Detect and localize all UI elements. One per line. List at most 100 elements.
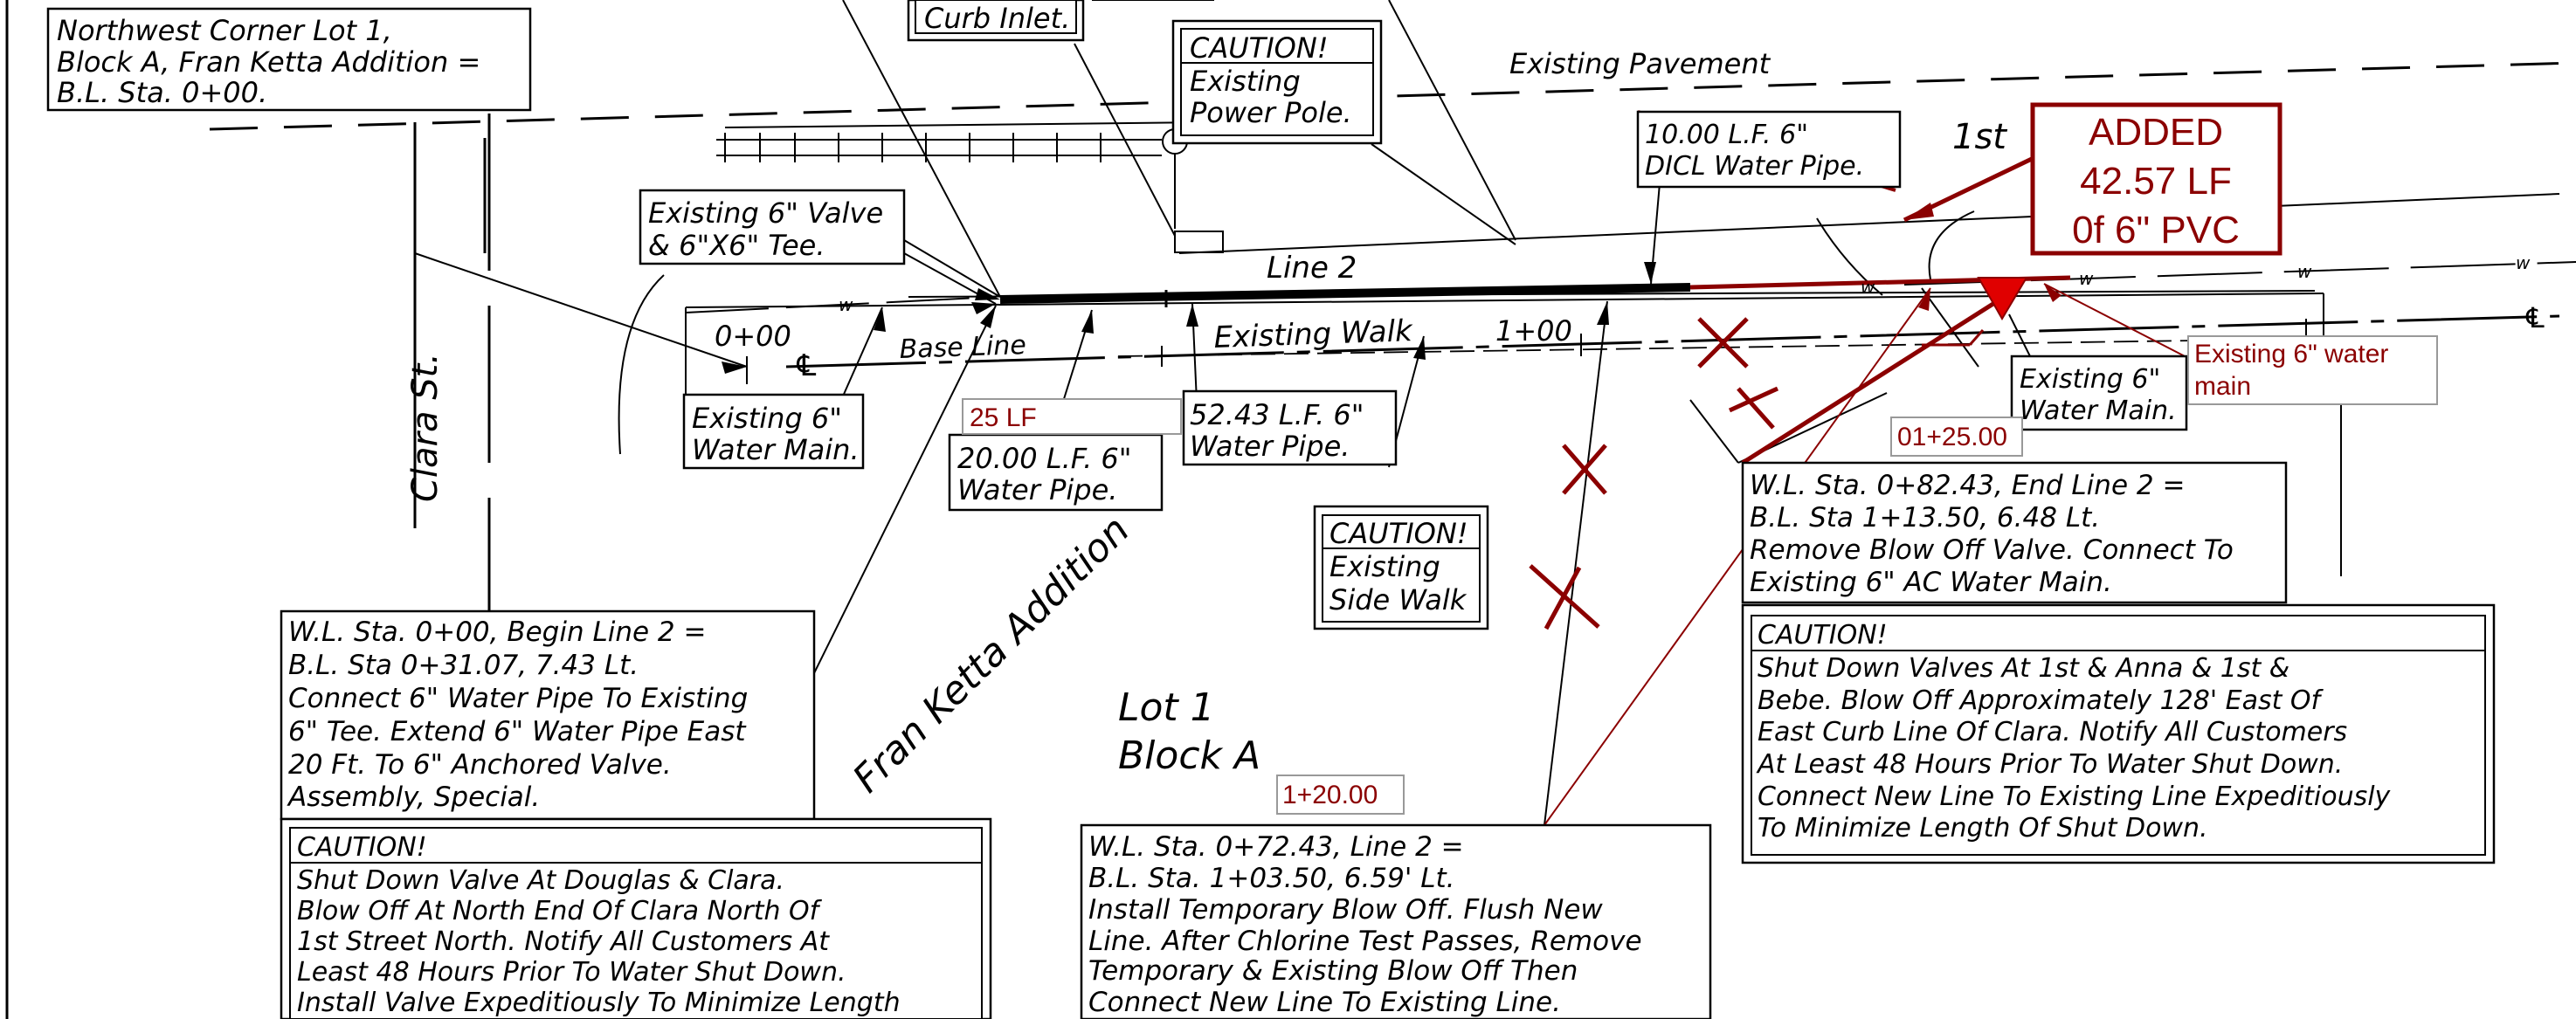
svg-text:& 6"X6" Tee.: & 6"X6" Tee. (648, 229, 825, 262)
svg-text:B.L. Sta. 1+03.50, 6.59' Lt.: B.L. Sta. 1+03.50, 6.59' Lt. (1088, 863, 1454, 894)
svg-text:East Curb Line Of Clara. Notif: East Curb Line Of Clara. Notify All Cust… (1758, 717, 2347, 747)
svg-text:52.43 L.F. 6": 52.43 L.F. 6" (1190, 398, 1364, 431)
sta-1-20-box (1276, 775, 1405, 815)
svg-text:Water Pipe.: Water Pipe. (957, 473, 1117, 506)
svg-text:Line. After Chlorine Test Pass: Line. After Chlorine Test Passes, Remove (1088, 926, 1642, 957)
svg-text:6" Tee. Extend 6" Water Pipe E: 6" Tee. Extend 6" Water Pipe East (288, 716, 747, 747)
svg-text:W.L. Sta. 0+00, Begin Line 2 =: W.L. Sta. 0+00, Begin Line 2 = (288, 616, 707, 648)
base-line-label: Base Line (899, 330, 1026, 365)
water-line-w-2: w (1861, 277, 1875, 298)
svg-text:CAUTION!: CAUTION! (1329, 517, 1468, 550)
note-52lf-pipe: 52.43 L.F. 6" Water Pipe. (1190, 398, 1364, 463)
markup-added-pvc: ADDED 42.57 LF 0f 6" PVC (2072, 111, 2240, 251)
station-1-00: 1+00 (1495, 314, 1572, 348)
existing-water-main (685, 296, 997, 313)
svg-text:20.00 L.F. 6": 20.00 L.F. 6" (957, 442, 1131, 475)
svg-text:Existing: Existing (1329, 550, 1440, 583)
centerline-symbol-east: ℄ (2523, 301, 2548, 334)
linework (5, 0, 2576, 1019)
svg-text:Existing 6" AC Water Main.: Existing 6" AC Water Main. (1750, 567, 2112, 598)
added-pvc-box (2030, 102, 2282, 256)
svg-text:To Minimize Length Of Shut Dow: To Minimize Length Of Shut Down. (1758, 813, 2208, 843)
line-2-pipe (999, 283, 1691, 304)
svg-text:0f 6" PVC: 0f 6" PVC (2072, 209, 2240, 251)
note-begin-line2: W.L. Sta. 0+00, Begin Line 2 = B.L. Sta … (287, 616, 748, 813)
note-caution-anna: CAUTION! Shut Down Valves At 1st & Anna … (1756, 620, 2392, 843)
svg-text:CAUTION!: CAUTION! (297, 832, 427, 863)
svg-text:10.00 L.F. 6": 10.00 L.F. 6" (1645, 120, 1808, 150)
svg-text:Shut Down Valves At 1st & Anna: Shut Down Valves At 1st & Anna & 1st & (1758, 653, 2289, 684)
svg-text:W.L. Sta. 0+72.43, Line 2 =: W.L. Sta. 0+72.43, Line 2 = (1088, 831, 1464, 863)
svg-text:Assembly, Special.: Assembly, Special. (287, 781, 540, 813)
svg-text:Blow Off At North End Of Clara: Blow Off At North End Of Clara North Of (297, 896, 823, 926)
base-line (785, 314, 2560, 368)
note-caution-power-pole: CAUTION! Existing Power Pole. (1190, 31, 1352, 129)
note-caution-sidewalk: CAUTION! Existing Side Walk (1329, 517, 1468, 616)
lot-label: Lot 1 (1118, 685, 1215, 730)
svg-text:1st Street North. Notify All C: 1st Street North. Notify All Customers A… (297, 926, 830, 957)
svg-text:Existing 6": Existing 6" (692, 402, 842, 435)
first-street-label: 1st (1952, 117, 2007, 157)
svg-text:CAUTION!: CAUTION! (1190, 31, 1329, 65)
water-line-w-5: w (2516, 252, 2531, 273)
note-curb-inlet: Curb Inlet. (924, 2, 1070, 35)
box-existing-valve-tee (639, 189, 906, 265)
svg-text:Water Main.: Water Main. (692, 433, 860, 466)
svg-text:DICL Water Pipe.: DICL Water Pipe. (1645, 151, 1864, 182)
svg-text:At Least 48 Hours Prior To Wat: At Least 48 Hours Prior To Water Shut Do… (1756, 749, 2343, 780)
arrowheads (722, 262, 1656, 374)
water-line-w-4: w (2297, 261, 2312, 282)
svg-text:Water Pipe.: Water Pipe. (1190, 430, 1350, 463)
markup-boxes (962, 102, 2438, 815)
svg-text:Connect New Line To Existing L: Connect New Line To Existing Line Expedi… (1758, 781, 2392, 812)
svg-text:Install Temporary Blow Off. Fl: Install Temporary Blow Off. Flush New (1088, 894, 1603, 926)
svg-text:Northwest Corner Lot 1,: Northwest Corner Lot 1, (57, 14, 392, 47)
box-existing-main-right (2010, 355, 2188, 431)
svg-text:Block A, Fran Ketta Addition =: Block A, Fran Ketta Addition = (57, 45, 480, 79)
box-52lf (1182, 389, 1398, 466)
clara-st-label: Clara St. (405, 353, 445, 502)
svg-text:Water Main.: Water Main. (2020, 396, 2177, 426)
note-existing-main-left: Existing 6" Water Main. (692, 402, 860, 466)
box-northwest-corner (46, 7, 532, 112)
station-0-00: 0+00 (715, 320, 791, 353)
markup-existing-main-note: Existing 6" water main (2194, 340, 2388, 401)
svg-text:Least 48 Hours Prior To Water: Least 48 Hours Prior To Water Shut Down. (297, 957, 846, 988)
note-northwest-corner: Northwest Corner Lot 1, Block A, Fran Ke… (57, 14, 480, 109)
svg-text:Existing 6": Existing 6" (2020, 364, 2160, 395)
lf25-box (962, 398, 1182, 435)
svg-text:Existing: Existing (1190, 65, 1301, 98)
svg-text:Shut Down Valve At Douglas & C: Shut Down Valve At Douglas & Clara. (297, 865, 784, 896)
pavement-edge (209, 61, 2576, 131)
sta-01-25-box (1890, 417, 2023, 457)
svg-text:Bebe. Blow Off Approximately 1: Bebe. Blow Off Approximately 128' East O… (1758, 685, 2324, 716)
existing-main-note-box (2187, 335, 2438, 405)
water-line-w-1: w (839, 294, 853, 315)
svg-text:Existing 6" water: Existing 6" water (2194, 340, 2388, 368)
box-end-line2 (1741, 461, 2288, 604)
svg-text:main: main (2194, 372, 2251, 401)
svg-text:Remove Blow Off Valve. Connect: Remove Blow Off Valve. Connect To (1750, 534, 2234, 566)
svg-text:B.L. Sta 0+31.07, 7.43 Lt.: B.L. Sta 0+31.07, 7.43 Lt. (288, 650, 639, 681)
note-existing-valve-tee: Existing 6" Valve & 6"X6" Tee. (648, 196, 883, 262)
line-2-label: Line 2 (1267, 251, 1357, 286)
box-temp-blowoff (1080, 823, 1712, 1019)
svg-text:B.L. Sta. 0+00.: B.L. Sta. 0+00. (57, 76, 267, 109)
block-label: Block A (1118, 733, 1260, 778)
note-existing-main-right: Existing 6" Water Main. (2020, 364, 2177, 426)
centerline-symbol: ℄ (793, 348, 819, 383)
valve-marker (1977, 277, 2028, 320)
svg-text:CAUTION!: CAUTION! (1758, 620, 1888, 651)
svg-text:Install Valve Expeditiously To: Install Valve Expeditiously To Minimize … (297, 988, 901, 1018)
svg-text:Existing 6" Valve: Existing 6" Valve (648, 196, 883, 230)
svg-text:Power Pole.: Power Pole. (1190, 96, 1352, 129)
svg-text:W.L. Sta. 0+82.43, End Line 2: W.L. Sta. 0+82.43, End Line 2 = (1750, 470, 2185, 501)
markup-sta-01-25: 01+25.00 (1897, 423, 2007, 451)
svg-text:B.L. Sta 1+13.50, 6.48 Lt.: B.L. Sta 1+13.50, 6.48 Lt. (1750, 502, 2100, 534)
svg-text:ADDED: ADDED (2089, 111, 2223, 154)
note-temp-blowoff: W.L. Sta. 0+72.43, Line 2 = B.L. Sta. 1+… (1088, 831, 1642, 1018)
markup-25lf: 25 LF (970, 403, 1037, 432)
svg-text:42.57 LF: 42.57 LF (2080, 160, 2232, 203)
svg-text:Connect 6" Water Pipe To Exist: Connect 6" Water Pipe To Existing (288, 683, 748, 714)
